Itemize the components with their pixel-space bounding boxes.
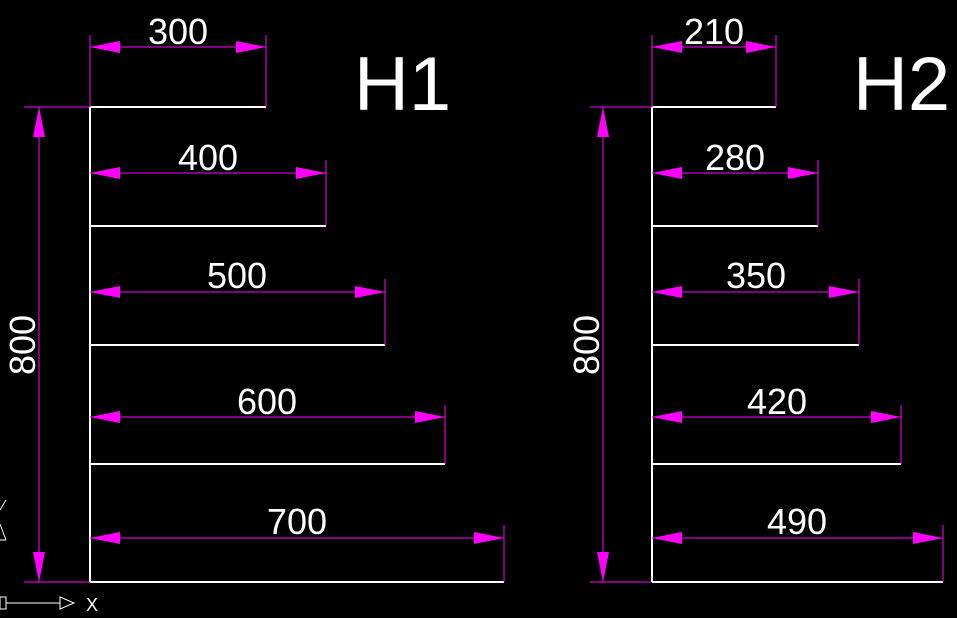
shelf-h2-2: 280 bbox=[652, 137, 819, 227]
drawing-h2: H2 800 210 280 bbox=[566, 11, 950, 583]
ucs-axis-icon: X bbox=[0, 499, 98, 615]
height-dimension-h1: 800 bbox=[2, 106, 90, 583]
height-dimension-h2: 800 bbox=[566, 106, 652, 583]
shelf-h1-1: 300 bbox=[89, 11, 267, 108]
drawing-title-h1: H1 bbox=[354, 42, 451, 127]
dimension-label: 490 bbox=[767, 501, 827, 542]
arrowhead-up bbox=[33, 107, 45, 137]
dimension-label: 400 bbox=[178, 137, 238, 178]
dimension-label: 300 bbox=[148, 11, 208, 52]
height-label-h2: 800 bbox=[566, 315, 607, 375]
shelf-h1-5: 700 bbox=[90, 501, 505, 583]
shelf-h1-3: 500 bbox=[90, 255, 386, 346]
dimension-label: 500 bbox=[207, 255, 267, 296]
shelf-h1-4: 600 bbox=[90, 381, 446, 465]
dimension-label: 210 bbox=[684, 11, 744, 52]
arrowhead-down bbox=[33, 552, 45, 582]
arrowhead-down bbox=[597, 552, 609, 582]
height-label-h1: 800 bbox=[2, 315, 43, 375]
ucs-x-axis-label: X bbox=[86, 595, 98, 615]
shelf-h2-5: 490 bbox=[652, 501, 944, 583]
shelf-h2-4: 420 bbox=[652, 381, 902, 465]
dimension-label: 600 bbox=[237, 381, 297, 422]
arrowhead-up bbox=[597, 107, 609, 137]
dimension-label: 420 bbox=[747, 381, 807, 422]
drawing-h1: H1 800 300 400 bbox=[2, 11, 505, 583]
dimension-label: 700 bbox=[267, 501, 327, 542]
shelf-h1-2: 400 bbox=[90, 137, 327, 227]
dimension-label: 350 bbox=[726, 255, 786, 296]
shelf-h2-3: 350 bbox=[652, 255, 860, 346]
dimension-label: 280 bbox=[705, 137, 765, 178]
x-axis-arrow-icon bbox=[59, 596, 76, 610]
drawing-title-h2: H2 bbox=[853, 42, 950, 127]
shelf-h2-1: 210 bbox=[651, 11, 777, 108]
